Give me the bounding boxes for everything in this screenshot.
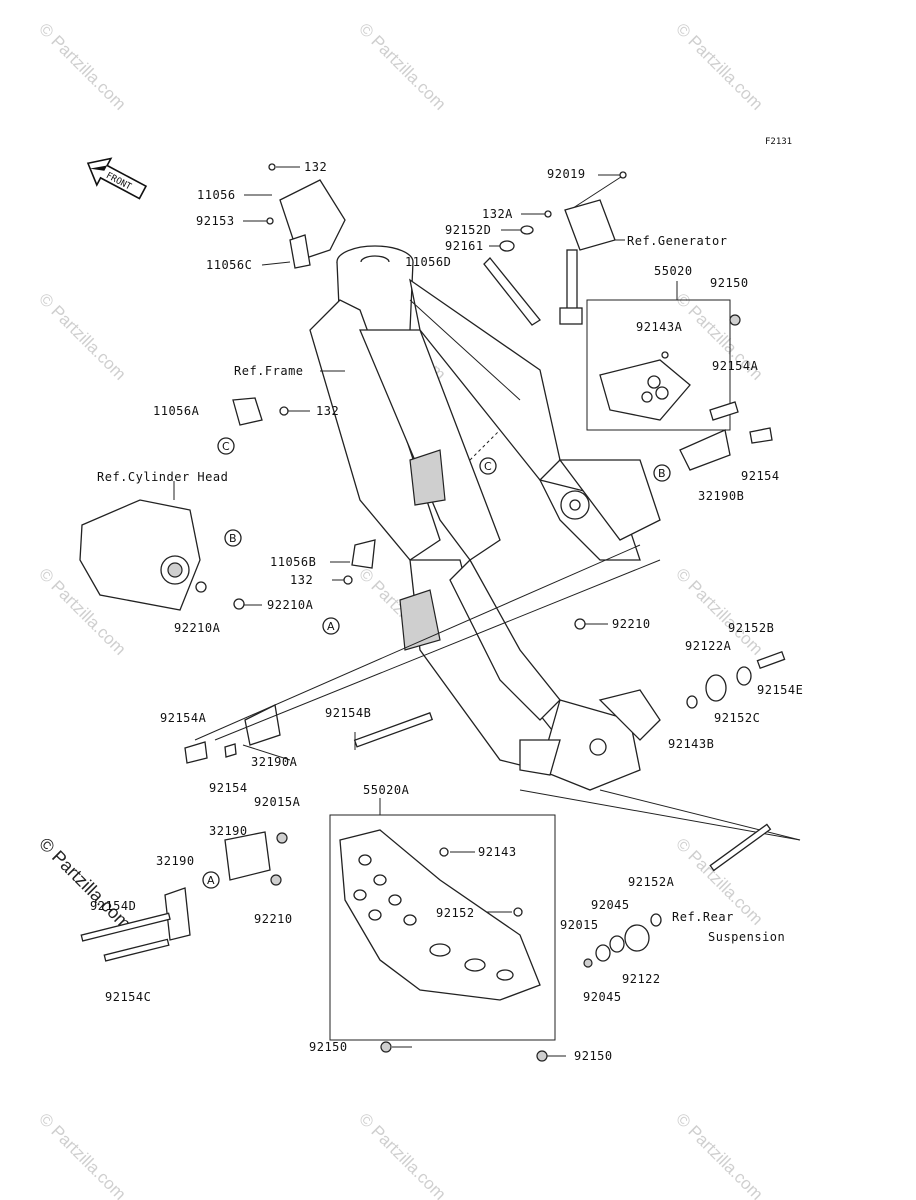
- part-label: 132A: [482, 207, 513, 221]
- part-label: 92154: [741, 469, 780, 483]
- part-label: 92210: [254, 912, 293, 926]
- watermark: © Partzilla.com: [35, 19, 129, 113]
- svg-text:C: C: [222, 440, 230, 453]
- part-label: 32190B: [698, 489, 744, 503]
- part-label: 92152A: [628, 875, 675, 889]
- part-label: 92015: [560, 918, 599, 932]
- ref-frame-label: Ref.Frame: [234, 364, 304, 378]
- part-label: 92143A: [636, 320, 683, 334]
- ref-generator-label: Ref.Generator: [627, 234, 727, 248]
- part-label: 92150: [710, 276, 749, 290]
- part-label: 92161: [445, 239, 484, 253]
- ref-marker-a: A: [202, 871, 220, 889]
- part-label: 92154: [209, 781, 248, 795]
- part-label: 92152D: [445, 223, 491, 237]
- front-arrow-icon: FRONT: [86, 157, 148, 200]
- part-label: 92210A: [267, 598, 314, 612]
- part-label: 92154D: [90, 899, 136, 913]
- watermark: © Partzilla.com: [355, 1109, 449, 1200]
- part-label: 92122A: [685, 639, 732, 653]
- part-label: 32190A: [251, 755, 298, 769]
- part-label: 55020A: [363, 783, 410, 797]
- part-label: 92015A: [254, 795, 301, 809]
- part-label: 92210: [612, 617, 651, 631]
- part-label: 92154A: [712, 359, 759, 373]
- part-label: 55020: [654, 264, 693, 278]
- frame: [309, 245, 661, 791]
- part-label: 92143: [478, 845, 517, 859]
- part-label: 92152B: [728, 621, 774, 635]
- watermark-dark: © Partzilla.com: [35, 834, 135, 934]
- ref-suspension-label: Suspension: [708, 930, 785, 944]
- svg-text:B: B: [229, 532, 237, 545]
- ref-rear-label: Ref.Rear: [672, 910, 734, 924]
- watermark: © Partzilla.com: [35, 1109, 129, 1200]
- part-label: 92150: [574, 1049, 613, 1063]
- ref-cylinder-head-label: Ref.Cylinder Head: [97, 470, 228, 484]
- watermark: © Partzilla.com: [672, 19, 766, 113]
- part-label: 92019: [547, 167, 586, 181]
- ref-marker-c: C: [217, 437, 235, 455]
- part-label: 11056: [197, 188, 236, 202]
- part-number-labels: 132 11056 92153 11056C 92019 132A 92152D…: [90, 160, 803, 1063]
- skid-plate-holes: [353, 854, 514, 981]
- svg-text:B: B: [658, 467, 666, 480]
- hardware-parts: [79, 163, 786, 1062]
- part-label: 92154A: [160, 711, 207, 725]
- part-label: 132: [290, 573, 313, 587]
- part-label: 92122: [622, 972, 661, 986]
- part-label: 32190: [156, 854, 195, 868]
- part-label: 92152: [436, 906, 475, 920]
- ref-marker-c: C: [479, 457, 497, 475]
- watermark: © Partzilla.com: [355, 19, 449, 113]
- svg-text:C: C: [484, 460, 492, 473]
- ref-marker-b: B: [653, 464, 671, 482]
- watermark: © Partzilla.com: [35, 289, 129, 383]
- part-label: 11056C: [206, 258, 252, 272]
- part-label: 132: [316, 404, 339, 418]
- part-label: 92154C: [105, 990, 151, 1004]
- part-label: 11056D: [405, 255, 451, 269]
- ref-markers: C C B B A A: [202, 437, 671, 889]
- part-label: 92150: [309, 1040, 348, 1054]
- part-label: 11056B: [270, 555, 316, 569]
- ref-labels: Ref.Generator Ref.Frame Ref.Cylinder Hea…: [97, 234, 785, 944]
- part-label: 132: [304, 160, 327, 174]
- part-label: 11056A: [153, 404, 200, 418]
- part-label: 92152C: [714, 711, 760, 725]
- ref-marker-a: A: [322, 617, 340, 635]
- watermark: © Partzilla.com: [672, 1109, 766, 1200]
- part-label: 92045: [591, 898, 630, 912]
- part-label: 32190: [209, 824, 248, 838]
- part-label: 92153: [196, 214, 235, 228]
- part-label: 92143B: [668, 737, 714, 751]
- ref-marker-b: B: [224, 529, 242, 547]
- part-label: 92154B: [325, 706, 371, 720]
- svg-text:A: A: [207, 874, 215, 887]
- part-label: 92045: [583, 990, 622, 1004]
- part-label: 92154E: [757, 683, 803, 697]
- svg-text:A: A: [327, 620, 335, 633]
- part-label: 92210A: [174, 621, 221, 635]
- figure-code: F2131: [765, 137, 792, 147]
